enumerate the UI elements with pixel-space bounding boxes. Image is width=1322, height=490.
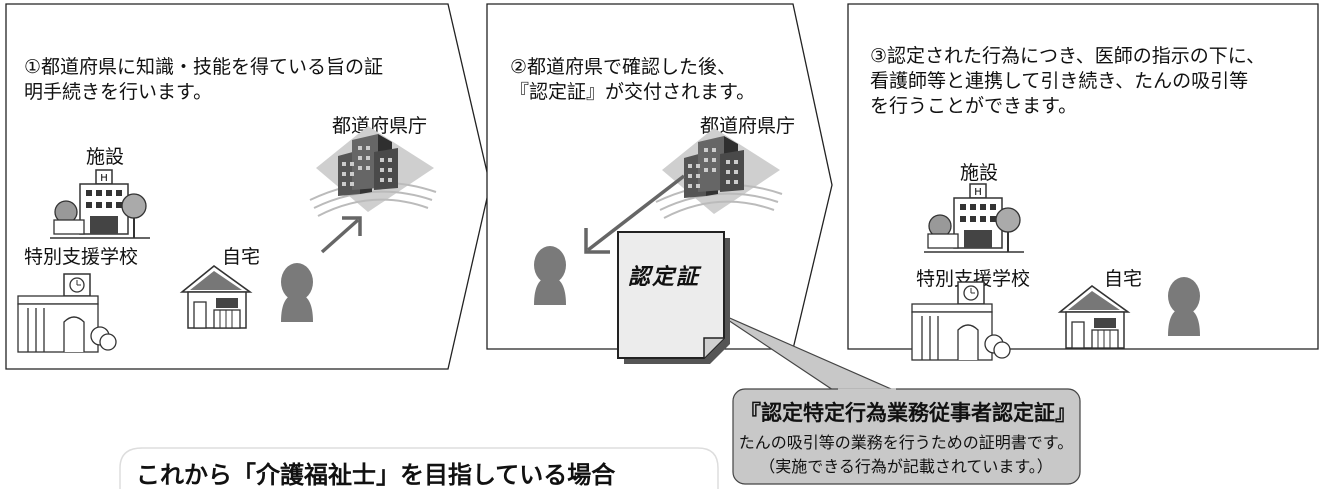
government-office-icon bbox=[309, 126, 437, 217]
callout-title: 『認定特定行為業務従事者認定証』 bbox=[740, 401, 1076, 425]
facility-label: 施設 bbox=[86, 146, 125, 168]
person-icon bbox=[281, 263, 313, 322]
certificate-label: 認定証 bbox=[628, 264, 701, 290]
step1-text: ①都道府県に知識・技能を得ている旨の証 明手続きを行います。 bbox=[24, 56, 384, 103]
callout-line2: （実施できる行為が記載されています。） bbox=[759, 457, 1053, 476]
svg-text:H: H bbox=[974, 187, 982, 198]
certificate-icon bbox=[617, 231, 730, 364]
school-icon bbox=[17, 273, 117, 353]
facility-label: 施設 bbox=[960, 162, 999, 184]
bottom-heading: これから「介護福祉士」を目指している場合 bbox=[136, 461, 616, 489]
facility-icon: H bbox=[924, 183, 1024, 253]
school-label: 特別支援学校 bbox=[916, 268, 1031, 290]
school-icon bbox=[911, 281, 1011, 361]
home-icon bbox=[179, 264, 253, 329]
home-label: 自宅 bbox=[1104, 268, 1143, 290]
bottom-heading-frame bbox=[119, 447, 719, 489]
callout-box bbox=[732, 388, 1081, 485]
office-label: 都道府県庁 bbox=[700, 115, 796, 137]
office-label: 都道府県庁 bbox=[332, 115, 428, 137]
arrow-down-left-icon bbox=[584, 174, 686, 254]
callout-line1: たんの吸引等の業務を行うための証明書です。 bbox=[738, 433, 1074, 452]
home-label: 自宅 bbox=[222, 246, 261, 268]
step3-text: ③認定された行為につき、医師の指示の下に、 看護師等と連携して引き続き、たんの吸… bbox=[870, 45, 1266, 117]
step2-panel bbox=[486, 3, 833, 350]
step1-panel bbox=[5, 3, 491, 370]
facility-icon: H bbox=[50, 169, 150, 239]
step2-text: ②都道府県で確認した後、 『認定証』が交付されます。 bbox=[510, 56, 756, 103]
school-label: 特別支援学校 bbox=[24, 246, 139, 268]
government-office-icon bbox=[655, 128, 783, 219]
person-icon bbox=[534, 246, 566, 305]
person-icon bbox=[1168, 277, 1200, 336]
arrow-up-right-icon bbox=[320, 216, 362, 254]
svg-text:H: H bbox=[100, 173, 108, 184]
home-icon bbox=[1057, 284, 1131, 349]
step3-panel bbox=[847, 3, 1319, 350]
